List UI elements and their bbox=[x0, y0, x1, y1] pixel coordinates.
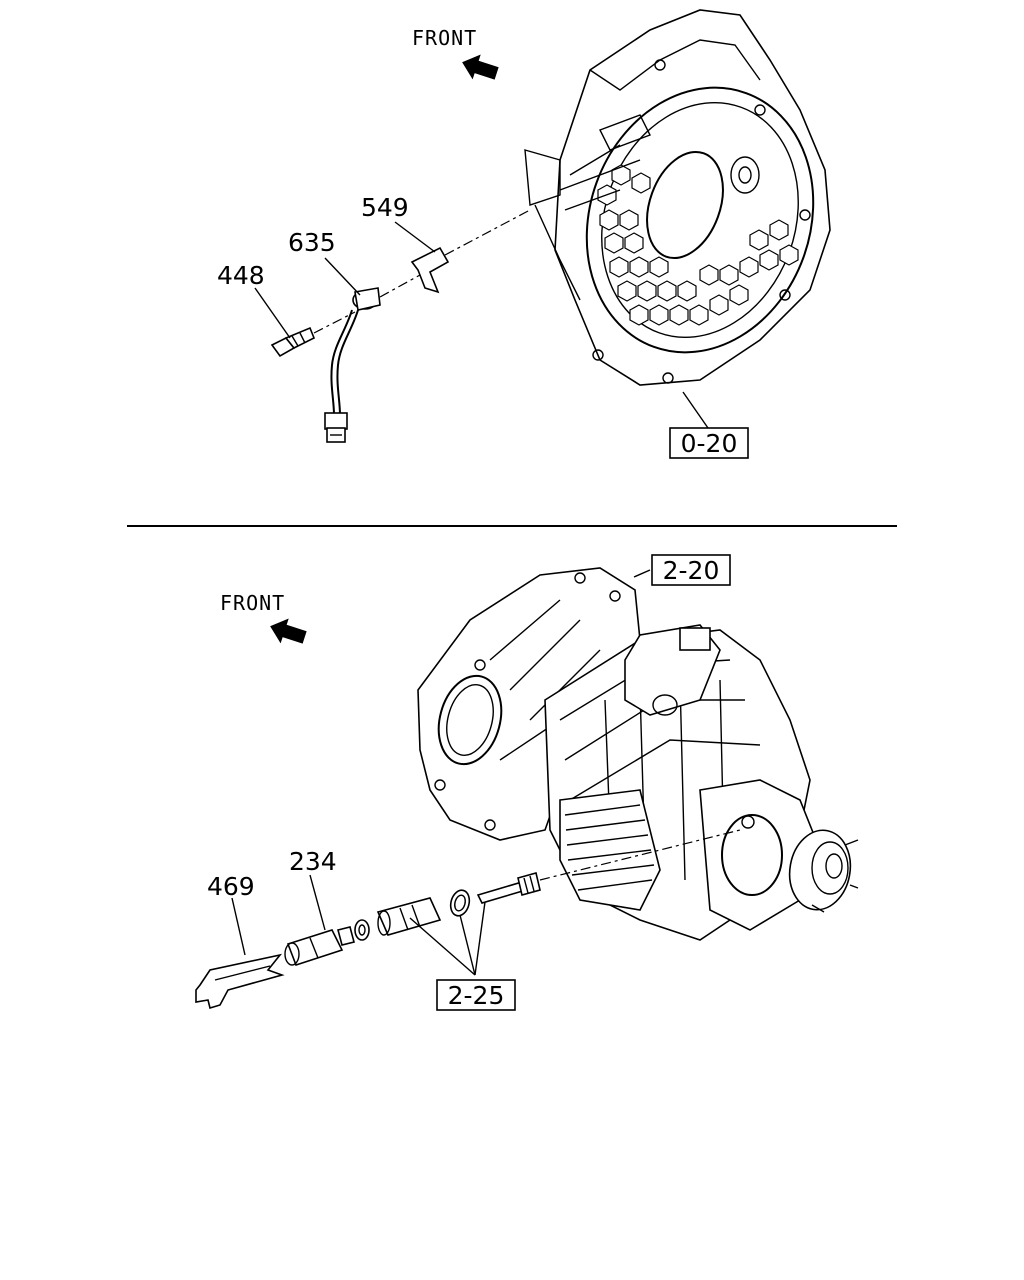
upper-front-label: FRONT bbox=[412, 26, 477, 50]
lower-section: FRONT bbox=[195, 554, 859, 1011]
reference-2-20: 2-20 bbox=[663, 556, 720, 585]
callout-469: 469 bbox=[207, 872, 255, 901]
connector-clip-469 bbox=[195, 953, 285, 1010]
callout-549: 549 bbox=[361, 193, 409, 222]
speedometer-pinion-assembly bbox=[284, 872, 541, 966]
flywheel-housing bbox=[524, 9, 831, 386]
callout-635: 635 bbox=[288, 228, 336, 257]
reference-box-2-25 bbox=[436, 979, 516, 1011]
transmission-assembly bbox=[417, 567, 859, 941]
honeycomb-grid bbox=[597, 164, 799, 326]
reference-box-2-20 bbox=[651, 554, 731, 586]
callout-448: 448 bbox=[217, 261, 265, 290]
callout-234: 234 bbox=[289, 847, 337, 876]
reference-2-25: 2-25 bbox=[448, 981, 505, 1010]
lower-front-arrow-icon bbox=[270, 618, 307, 644]
reference-box-0-20 bbox=[669, 427, 749, 459]
speed-sensor-635 bbox=[324, 287, 381, 443]
bolt-448 bbox=[270, 326, 316, 358]
reference-0-20: 0-20 bbox=[681, 429, 738, 458]
upper-section: FRONT bbox=[217, 9, 831, 459]
bracket-549 bbox=[410, 246, 450, 294]
lower-front-label: FRONT bbox=[220, 591, 285, 615]
upper-front-arrow-icon bbox=[462, 54, 499, 80]
